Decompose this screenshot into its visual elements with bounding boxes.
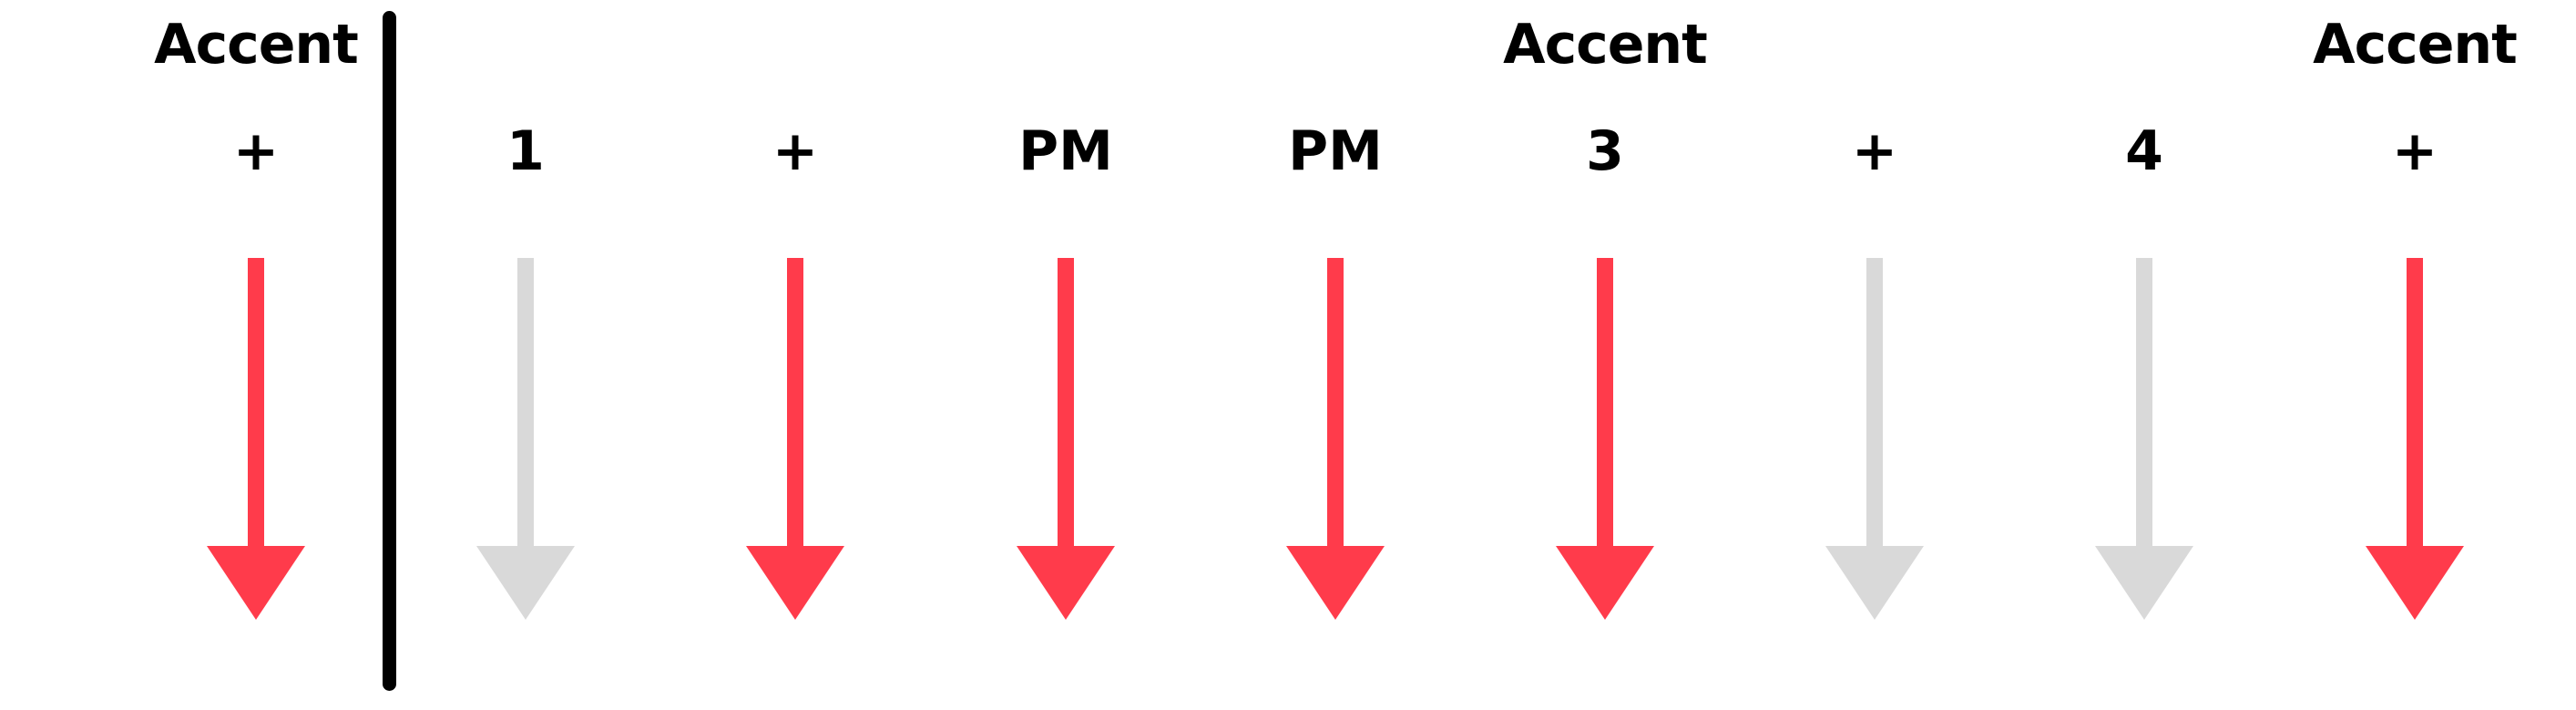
- beat-column: PM: [1201, 0, 1470, 710]
- beat-column: Accent +: [2280, 0, 2550, 710]
- arrow-head: [476, 546, 575, 620]
- beat-label: 3: [1586, 119, 1624, 183]
- bar-divider: [383, 11, 396, 691]
- muted-down-arrow-icon: [476, 258, 575, 620]
- beat-column: +: [660, 0, 930, 710]
- beat-label: +: [2391, 119, 2438, 183]
- beat-column: Accent 3: [1470, 0, 1740, 710]
- arrow-shaft: [787, 258, 803, 550]
- arrow-head: [746, 546, 844, 620]
- beat-column: 1: [391, 0, 660, 710]
- arrow-shaft: [1597, 258, 1613, 550]
- accent-down-arrow-icon: [2366, 258, 2464, 620]
- beat-column: Accent +: [121, 0, 391, 710]
- accent-down-arrow-icon: [1017, 258, 1115, 620]
- beat-label: PM: [1288, 119, 1383, 183]
- arrow-head: [1017, 546, 1115, 620]
- arrow-head: [2366, 546, 2464, 620]
- accent-label: Accent: [154, 13, 359, 77]
- arrow-shaft: [2407, 258, 2423, 550]
- muted-down-arrow-icon: [1825, 258, 1924, 620]
- arrow-shaft: [517, 258, 534, 550]
- beat-label: PM: [1018, 119, 1113, 183]
- accent-down-arrow-icon: [1556, 258, 1654, 620]
- accent-down-arrow-icon: [1286, 258, 1385, 620]
- arrow-head: [207, 546, 305, 620]
- arrow-head: [1286, 546, 1385, 620]
- beat-column: PM: [931, 0, 1201, 710]
- arrow-head: [1556, 546, 1654, 620]
- arrow-shaft: [2136, 258, 2152, 550]
- accent-down-arrow-icon: [207, 258, 305, 620]
- beat-label: +: [232, 119, 280, 183]
- accent-label: Accent: [2313, 13, 2518, 77]
- muted-down-arrow-icon: [2095, 258, 2193, 620]
- beat-column: 4: [2009, 0, 2279, 710]
- arrow-shaft: [1327, 258, 1344, 550]
- arrow-head: [2095, 546, 2193, 620]
- beat-label: +: [772, 119, 819, 183]
- beat-label: +: [1851, 119, 1898, 183]
- arrow-shaft: [248, 258, 264, 550]
- beat-column: +: [1740, 0, 2009, 710]
- arrow-head: [1825, 546, 1924, 620]
- arrow-shaft: [1866, 258, 1883, 550]
- accent-label: Accent: [1503, 13, 1708, 77]
- accent-down-arrow-icon: [746, 258, 844, 620]
- arrow-shaft: [1058, 258, 1074, 550]
- beat-label: 1: [506, 119, 545, 183]
- beat-label: 4: [2125, 119, 2163, 183]
